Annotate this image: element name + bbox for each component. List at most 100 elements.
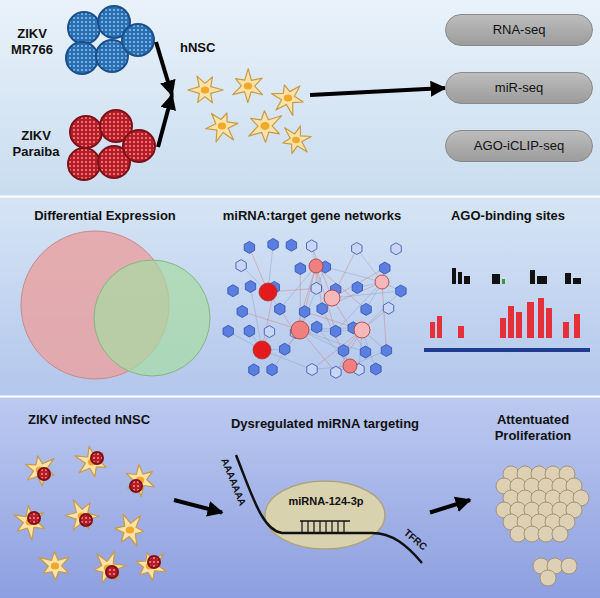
panel-heading: Dysregulated miRNA targeting xyxy=(231,416,419,432)
illustration-group: hNSC xyxy=(172,40,310,150)
cell-body xyxy=(126,465,154,497)
cell-nucleus xyxy=(284,94,292,101)
flow-arrow xyxy=(310,88,445,95)
ago-binding-tracks-part xyxy=(508,306,514,338)
base-pair xyxy=(319,521,320,533)
virus-particle xyxy=(130,480,142,492)
ago-binding-tracks-part xyxy=(530,270,535,284)
cell-body xyxy=(188,76,223,103)
ago-binding-tracks-part xyxy=(437,316,442,338)
target-gene xyxy=(317,303,327,315)
network-edge xyxy=(332,291,401,298)
infected-cells xyxy=(14,446,167,583)
ago-binding-tracks-part xyxy=(430,322,435,338)
cell-body xyxy=(14,506,45,541)
cell-nucleus xyxy=(292,137,300,144)
cell-body xyxy=(94,551,126,583)
ago-binding-tracks-part xyxy=(546,308,552,338)
cell-nucleus xyxy=(126,526,134,533)
cell-body xyxy=(39,552,70,580)
neurospheres xyxy=(496,466,589,586)
ago-binding-tracks-part xyxy=(458,326,464,338)
method-label: miR-seq xyxy=(446,80,592,96)
virus-surface xyxy=(123,25,153,55)
target-gene xyxy=(331,366,341,378)
flow-arrow xyxy=(174,500,222,513)
target-gene xyxy=(307,364,317,376)
target-gene xyxy=(330,325,340,337)
network-edge xyxy=(325,267,382,282)
target-gene xyxy=(236,260,246,272)
cell-body xyxy=(233,69,263,103)
base-pair xyxy=(343,521,344,533)
mirna-hub xyxy=(259,283,277,301)
flow-arrow xyxy=(156,42,172,95)
mirna-hub xyxy=(375,275,389,289)
ago-binding-tracks-part xyxy=(500,318,506,338)
cell-body xyxy=(206,113,238,142)
target-gene xyxy=(286,239,296,251)
mrna-strand xyxy=(236,455,422,563)
target-gene xyxy=(338,345,348,357)
virus-surface xyxy=(39,469,49,479)
virus-particle xyxy=(70,116,102,148)
illustration-group: ZIKV infected hNSC xyxy=(4,410,174,590)
target-gene xyxy=(244,241,254,253)
panels-part xyxy=(0,397,600,598)
panel-heading: miRNA:target gene networks xyxy=(223,208,401,224)
panels-part xyxy=(0,396,600,398)
method-pill: AGO-iCLIP-seq xyxy=(445,130,593,162)
target-gene xyxy=(237,306,247,318)
ago-binding-tracks-part xyxy=(537,276,547,284)
flow-arrow xyxy=(158,95,172,147)
virus-particle xyxy=(106,566,118,578)
ago-oval xyxy=(265,481,385,549)
cell-body xyxy=(283,126,312,154)
venn-diagram xyxy=(21,231,210,379)
virus-surface xyxy=(69,149,99,179)
cell-body xyxy=(75,446,106,477)
network-edge xyxy=(382,282,386,350)
target-gene xyxy=(280,343,290,355)
ago-binding-tracks-part xyxy=(563,322,569,338)
method-label: RNA-seq xyxy=(446,22,592,38)
panel-heading: Differential Expression xyxy=(34,208,176,224)
mirna-hub xyxy=(354,322,370,338)
sphere-cell xyxy=(540,570,556,586)
virus-particle xyxy=(28,512,40,524)
ago-binding-tracks-part xyxy=(492,274,500,284)
panels-part xyxy=(0,197,600,396)
group-heading: ZIKV Paraiba xyxy=(4,128,68,160)
panel-heading: AGO-binding sites xyxy=(451,208,565,224)
target-gene xyxy=(381,345,391,357)
panels-part xyxy=(0,196,600,198)
target-gene xyxy=(267,364,277,376)
target-gene xyxy=(391,243,401,255)
group-heading: miRNA-124-3p xyxy=(222,495,430,508)
ago-binding-tracks-part xyxy=(464,276,470,284)
base-pair xyxy=(307,521,308,533)
virus-paraiba xyxy=(68,110,155,180)
target-gene xyxy=(223,325,233,337)
cell-body xyxy=(26,456,54,486)
virus-surface xyxy=(124,131,154,161)
group-heading: Attentuated Proliferation xyxy=(470,412,596,444)
network-edge xyxy=(322,309,350,366)
mirna-hub xyxy=(309,259,323,273)
virus-particle xyxy=(80,514,92,526)
virus-surface xyxy=(29,513,39,523)
virus-surface xyxy=(69,13,99,43)
cell-body xyxy=(65,500,99,530)
method-pill: miR-seq xyxy=(445,72,593,104)
ago-binding-tracks-part xyxy=(424,348,590,352)
virus-particle xyxy=(148,556,160,568)
ago-binding-tracks-part xyxy=(458,272,462,284)
target-gene xyxy=(264,326,274,338)
mirna-network xyxy=(223,238,406,378)
target-gene xyxy=(352,282,362,294)
cell-body xyxy=(249,111,282,143)
base-pair xyxy=(337,521,338,533)
base-pair xyxy=(301,521,302,533)
